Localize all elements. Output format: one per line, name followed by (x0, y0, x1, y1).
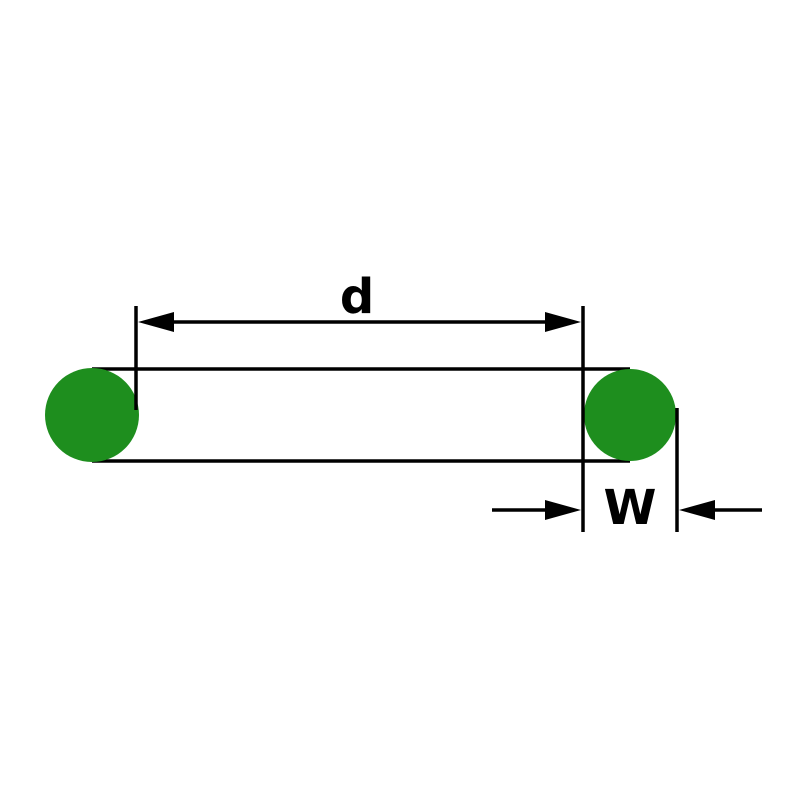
d-arrowhead-right (545, 312, 581, 332)
width-label: W (604, 480, 657, 536)
w-arrowhead-right (679, 500, 715, 520)
d-arrowhead-left (138, 312, 174, 332)
inner-diameter-label: d (340, 269, 374, 325)
oring-cross-section-left (45, 368, 139, 462)
w-arrowhead-left (545, 500, 581, 520)
oring-cross-section-right (584, 369, 676, 461)
